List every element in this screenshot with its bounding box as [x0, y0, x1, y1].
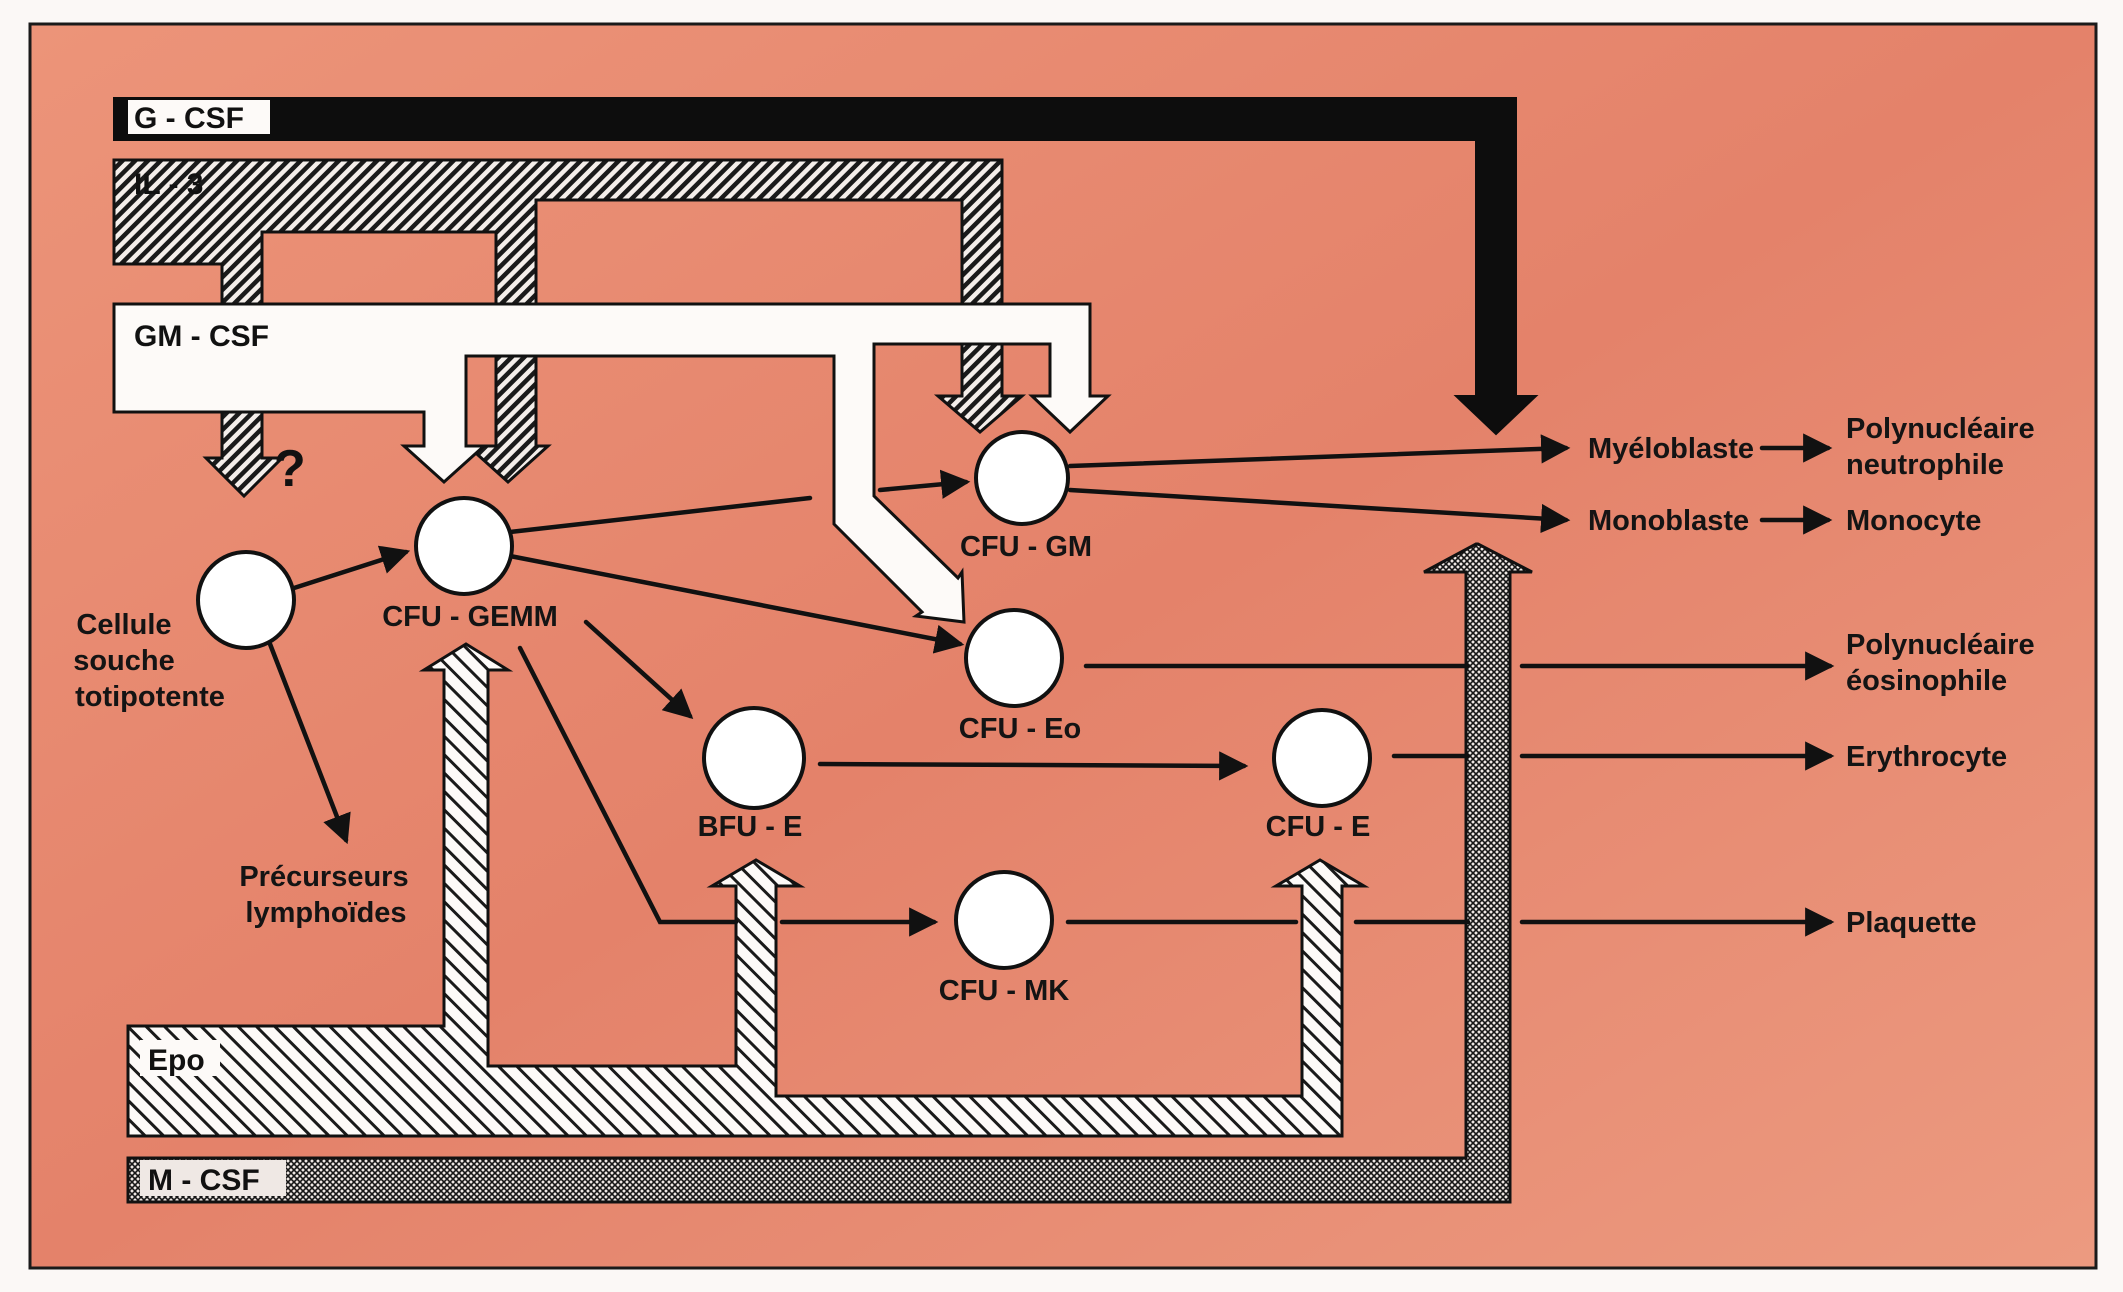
g-csf-label: G - CSF: [134, 102, 244, 135]
neutrophil-label: Polynucléaire neutrophile: [1846, 413, 2043, 481]
cfu-gm-circle: [974, 430, 1070, 526]
arrow-gemm-to-cfu-eo: [507, 553, 965, 654]
cfu-mk-label: CFU - MK: [939, 975, 1070, 1007]
cfu-e-circle: [1272, 708, 1372, 808]
arrow-cfu-gm-to-myeloblast: [1067, 434, 1571, 469]
cfu-mk-circle: [954, 870, 1054, 970]
neutrophil-line-2: neutrophile: [1846, 449, 2004, 481]
arrow-gemm-to-cfu-gm: [507, 495, 813, 535]
arrow-gemm-to-bfu-e: [583, 619, 694, 719]
stem-cell-line-3: totipotente: [75, 681, 225, 713]
bfu-e-circle: [702, 706, 806, 810]
stem-cell-label: Cellule souche totipotente: [73, 609, 225, 713]
platelet-label: Plaquette: [1846, 907, 1977, 939]
eosinophil-label: Polynucléaire éosinophile: [1846, 629, 2043, 697]
stem-cell-circle: [196, 550, 296, 650]
myeloblast-label: Myéloblaste: [1588, 433, 1754, 465]
cfu-gemm-label: CFU - GEMM: [382, 601, 558, 633]
arrow-stem-to-lymphoid: [267, 641, 351, 845]
eosinophil-line-1: Polynucléaire: [1846, 629, 2035, 661]
m-csf-band: [126, 542, 1533, 1204]
neutrophil-line-1: Polynucléaire: [1846, 413, 2035, 445]
epo-band: [126, 642, 1370, 1138]
arrow-gemm-to-cfu-gm-tip: [877, 469, 971, 499]
cfu-e-label: CFU - E: [1266, 811, 1371, 843]
stem-cell-line-1: Cellule: [76, 609, 171, 641]
monocyte-label: Monocyte: [1846, 505, 1981, 537]
cfu-eo-label: CFU - Eo: [959, 713, 1081, 745]
lymphoid-label: Précurseurs lymphoïdes: [239, 861, 416, 929]
gm-csf-band: [112, 302, 1112, 624]
cfu-gm-label: CFU - GM: [960, 531, 1092, 563]
erythrocyte-label: Erythrocyte: [1846, 741, 2007, 773]
arrow-bfu-e-to-cfu-e: [817, 751, 1249, 781]
monoblast-label: Monoblaste: [1588, 505, 1749, 537]
m-csf-label-box: [140, 1160, 286, 1196]
il-3-band: [112, 158, 1027, 499]
bfu-e-label: BFU - E: [698, 811, 803, 843]
eosinophil-line-2: éosinophile: [1846, 665, 2007, 697]
lymphoid-line-1: Précurseurs: [239, 861, 408, 893]
arrow-cfu-gm-to-monoblast: [1067, 487, 1571, 534]
gm-csf-label: GM - CSF: [134, 320, 269, 353]
il-3-label: IL - 3: [134, 168, 203, 201]
g-csf-label-box: [128, 100, 270, 134]
stem-cell-line-2: souche: [73, 645, 175, 677]
m-csf-label: M - CSF: [148, 1164, 260, 1197]
lineage-arrows: [267, 433, 1835, 937]
diagram-frame: [28, 22, 2098, 1270]
epo-label-box: [140, 1040, 220, 1076]
cells: [196, 430, 1372, 970]
cfu-eo-circle: [964, 608, 1064, 708]
arrow-gemm-to-cfu-mk: [517, 645, 739, 925]
unknown-mark: ?: [274, 440, 306, 498]
lymphoid-line-2: lymphoïdes: [245, 897, 406, 929]
arrow-stem-to-gemm: [291, 545, 411, 591]
cfu-gemm-circle: [414, 496, 514, 596]
epo-label: Epo: [148, 1044, 205, 1077]
